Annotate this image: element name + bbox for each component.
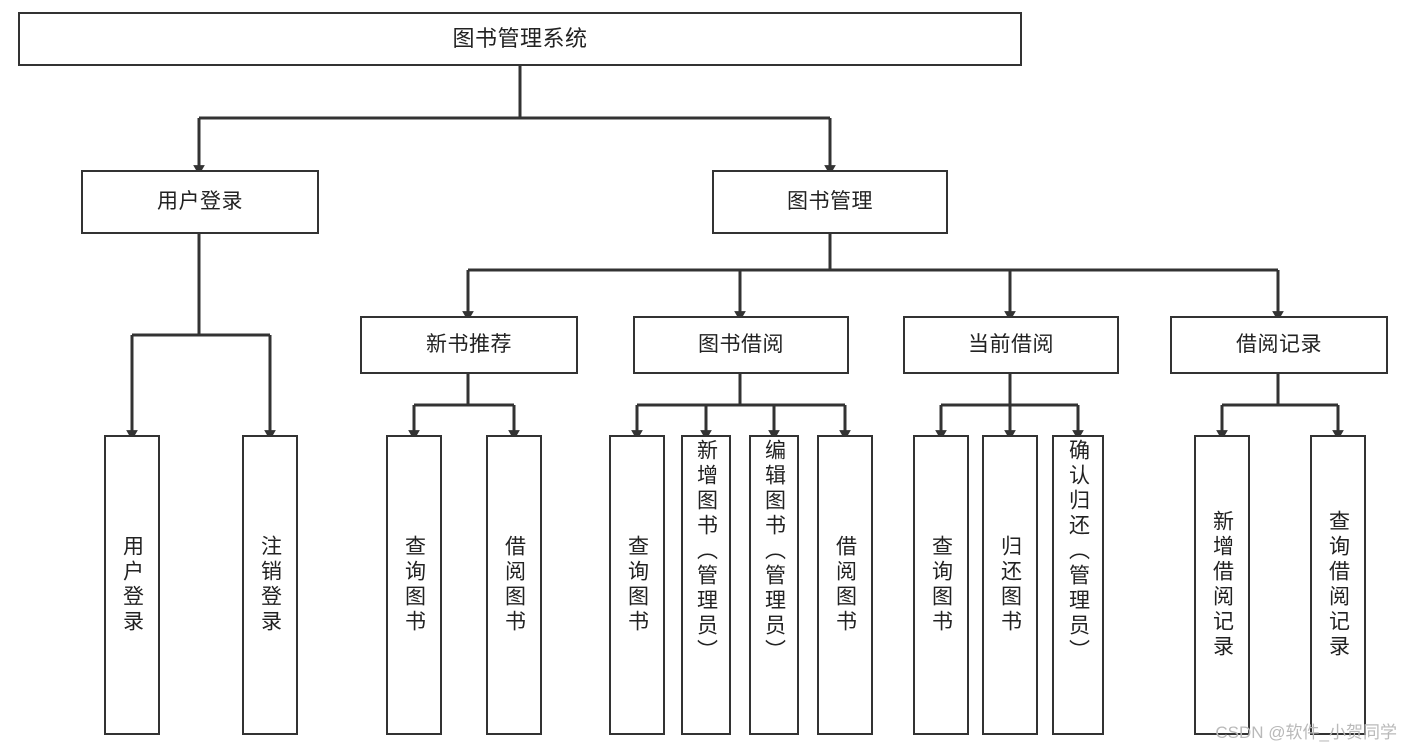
leaf-confirm-return-label: 确认归还（管理员） [1066, 439, 1090, 664]
node-user-login-label: 用户登录 [157, 189, 243, 213]
leaf-borrow-book-2[interactable]: 借阅图书 [817, 435, 873, 735]
leaf-add-record[interactable]: 新增借阅记录 [1194, 435, 1250, 735]
leaf-query-book-1-label: 查询图书 [402, 535, 426, 635]
node-book-borrow-label: 图书借阅 [698, 332, 784, 356]
leaf-add-book-label: 新增图书（管理员） [694, 439, 718, 664]
node-root-label: 图书管理系统 [452, 26, 588, 52]
node-user-login[interactable]: 用户登录 [81, 170, 319, 234]
leaf-query-record-label: 查询借阅记录 [1326, 510, 1350, 660]
node-book-borrow[interactable]: 图书借阅 [633, 316, 849, 374]
leaf-logout-login-label: 注销登录 [258, 535, 282, 635]
leaf-add-book[interactable]: 新增图书（管理员） [681, 435, 731, 735]
leaf-user-login[interactable]: 用户登录 [104, 435, 160, 735]
node-borrow-record[interactable]: 借阅记录 [1170, 316, 1388, 374]
node-root[interactable]: 图书管理系统 [18, 12, 1022, 66]
leaf-query-record[interactable]: 查询借阅记录 [1310, 435, 1366, 735]
node-book-manage-label: 图书管理 [787, 189, 873, 213]
node-current-borrow-label: 当前借阅 [968, 332, 1054, 356]
leaf-edit-book-label: 编辑图书（管理员） [762, 439, 786, 664]
leaf-logout-login[interactable]: 注销登录 [242, 435, 298, 735]
leaf-borrow-book-2-label: 借阅图书 [833, 535, 857, 635]
leaf-confirm-return[interactable]: 确认归还（管理员） [1052, 435, 1104, 735]
leaf-user-login-label: 用户登录 [120, 535, 144, 635]
node-current-borrow[interactable]: 当前借阅 [903, 316, 1119, 374]
leaf-query-book-3[interactable]: 查询图书 [913, 435, 969, 735]
leaf-borrow-book-1[interactable]: 借阅图书 [486, 435, 542, 735]
leaf-query-book-2[interactable]: 查询图书 [609, 435, 665, 735]
leaf-return-book[interactable]: 归还图书 [982, 435, 1038, 735]
leaf-query-book-1[interactable]: 查询图书 [386, 435, 442, 735]
csdn-watermark: CSDN @软件_小贺同学 [1215, 723, 1397, 742]
node-borrow-record-label: 借阅记录 [1236, 332, 1322, 356]
leaf-query-book-2-label: 查询图书 [625, 535, 649, 635]
leaf-add-record-label: 新增借阅记录 [1210, 510, 1234, 660]
node-book-manage[interactable]: 图书管理 [712, 170, 948, 234]
leaf-return-book-label: 归还图书 [998, 535, 1022, 635]
leaf-edit-book[interactable]: 编辑图书（管理员） [749, 435, 799, 735]
node-new-book-recommend[interactable]: 新书推荐 [360, 316, 578, 374]
node-new-book-recommend-label: 新书推荐 [426, 332, 512, 356]
leaf-query-book-3-label: 查询图书 [929, 535, 953, 635]
leaf-borrow-book-1-label: 借阅图书 [502, 535, 526, 635]
